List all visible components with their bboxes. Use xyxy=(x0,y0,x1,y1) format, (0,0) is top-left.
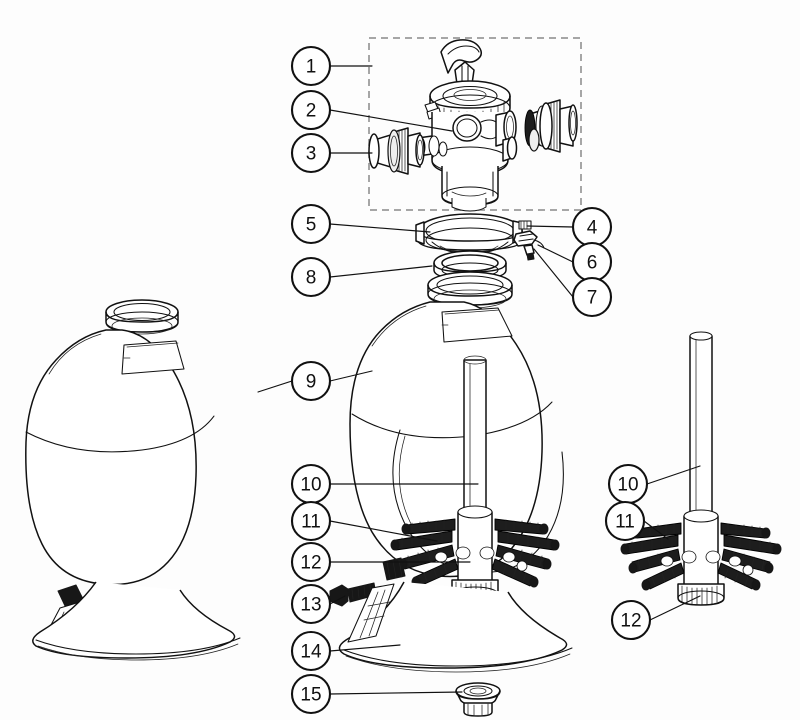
callout-label-5: 5 xyxy=(306,215,317,236)
leader-line-bottom-drain-cap xyxy=(329,691,463,695)
callout-circle-15[interactable] xyxy=(290,673,332,715)
callout-label-14: 14 xyxy=(300,642,322,663)
callout-circle-2[interactable] xyxy=(290,89,332,131)
callout-label-12: 12 xyxy=(300,553,321,574)
callout-label-1: 1 xyxy=(306,57,317,78)
callout-label-7: 7 xyxy=(587,288,598,309)
leader-line-clamp-bolt xyxy=(526,225,574,228)
callout-lateral-arm-detail[interactable]: 11 xyxy=(604,500,669,542)
callout-circle-12[interactable] xyxy=(290,541,332,583)
callout-label-10: 10 xyxy=(300,475,321,496)
lateral-hub-collar-detail xyxy=(677,583,725,606)
lateral-assembly-center xyxy=(390,505,560,615)
callout-bottom-drain-cap[interactable]: 15 xyxy=(290,673,463,715)
callout-label-11r: 11 xyxy=(615,512,635,533)
callout-clamp-nut[interactable]: 6 xyxy=(537,241,613,283)
callout-circle-14[interactable] xyxy=(290,630,332,672)
callout-circle-9[interactable] xyxy=(290,360,332,402)
callout-clamp-washer[interactable]: 7 xyxy=(533,248,613,318)
callout-label-11: 11 xyxy=(301,512,321,533)
callout-filter-tank-body[interactable]: 9 xyxy=(257,360,373,402)
leader-line-clamp-nut xyxy=(537,244,574,263)
leader-line-filter-tank-body xyxy=(257,380,293,393)
valve-front-port xyxy=(452,114,497,142)
callout-valve-body-port[interactable]: 2 xyxy=(290,89,453,132)
callout-label-9: 9 xyxy=(306,372,317,393)
callout-circle-3[interactable] xyxy=(290,132,332,174)
center-filter-tank-assembly xyxy=(329,271,573,717)
callout-standpipe[interactable]: 10 xyxy=(290,463,479,505)
leader-line-valve-body-port xyxy=(329,109,453,132)
callout-label-4: 4 xyxy=(587,218,598,239)
valve-lower-right-port xyxy=(502,136,518,162)
leader-line-clamp-washer xyxy=(533,248,574,298)
leader-line-tank-lid-o-ring xyxy=(329,265,433,278)
callout-union-fitting-inlet[interactable]: 3 xyxy=(290,132,373,174)
union-fitting-right xyxy=(524,99,578,153)
callout-lateral-hub[interactable]: 12 xyxy=(290,541,471,583)
callout-circle-11[interactable] xyxy=(290,500,332,542)
left-tank-base xyxy=(32,581,241,661)
callout-circle-13[interactable] xyxy=(290,583,332,625)
filter-base-stand xyxy=(338,581,573,673)
callout-clamp-ring[interactable]: 5 xyxy=(290,203,431,245)
callout-label-13: 13 xyxy=(300,595,321,616)
callout-circle-8[interactable] xyxy=(290,256,332,298)
callout-standpipe-detail[interactable]: 10 xyxy=(607,463,701,505)
standpipe-center xyxy=(463,355,487,519)
tank-lid-o-ring xyxy=(433,250,507,280)
valve-lower-spigot xyxy=(441,166,499,212)
union-fitting-left xyxy=(368,127,425,175)
side-drain-plug xyxy=(382,557,406,581)
leader-line-filter-base-stand xyxy=(329,644,401,652)
callout-drain-plug-side[interactable]: 13 xyxy=(290,583,346,625)
clamp-lug-left xyxy=(415,221,425,245)
callout-circle-12r[interactable] xyxy=(610,599,652,641)
callout-lateral-hub-detail[interactable]: 12 xyxy=(610,595,701,641)
leader-line-lateral-arm xyxy=(329,520,438,542)
left-filter-tank xyxy=(25,299,241,661)
callout-label-3: 3 xyxy=(306,144,317,165)
callout-label-8: 8 xyxy=(306,268,317,289)
leader-line-drain-plug-side xyxy=(329,595,346,605)
callout-label-12r: 12 xyxy=(620,611,641,632)
callout-circle-5[interactable] xyxy=(290,203,332,245)
leader-line-lateral-hub-detail xyxy=(649,595,701,621)
multiport-valve-assembly xyxy=(368,39,578,212)
callout-label-2: 2 xyxy=(306,101,317,122)
callout-label-10r: 10 xyxy=(617,475,638,496)
leader-line-filter-tank-body xyxy=(329,370,373,382)
callout-label-6: 6 xyxy=(587,253,598,274)
callout-filter-base-stand[interactable]: 14 xyxy=(290,630,401,672)
bottom-drain-cap xyxy=(455,682,501,717)
callout-multiport-valve-assembly[interactable]: 1 xyxy=(290,45,373,87)
lateral-assembly-detail xyxy=(620,331,782,606)
callout-label-15: 15 xyxy=(300,685,321,706)
base-leg-detail xyxy=(347,583,395,643)
callout-lateral-arm[interactable]: 11 xyxy=(290,500,438,542)
standpipe-detail xyxy=(689,331,713,521)
callout-tank-lid-o-ring[interactable]: 8 xyxy=(290,256,433,298)
clamp-bolt xyxy=(518,220,532,230)
clamp-nut-washer xyxy=(513,230,545,261)
callout-circle-11r[interactable] xyxy=(604,500,646,542)
callout-circle-7[interactable] xyxy=(571,276,613,318)
leader-line-standpipe-detail xyxy=(646,465,701,485)
left-tank-label-plate xyxy=(121,340,185,375)
center-tank-label-plate xyxy=(441,307,513,343)
leader-line-clamp-ring xyxy=(329,223,431,233)
callout-circle-1[interactable] xyxy=(290,45,332,87)
leader-line-lateral-arm-detail xyxy=(643,520,669,540)
clamp-ring-assembly xyxy=(415,213,545,261)
